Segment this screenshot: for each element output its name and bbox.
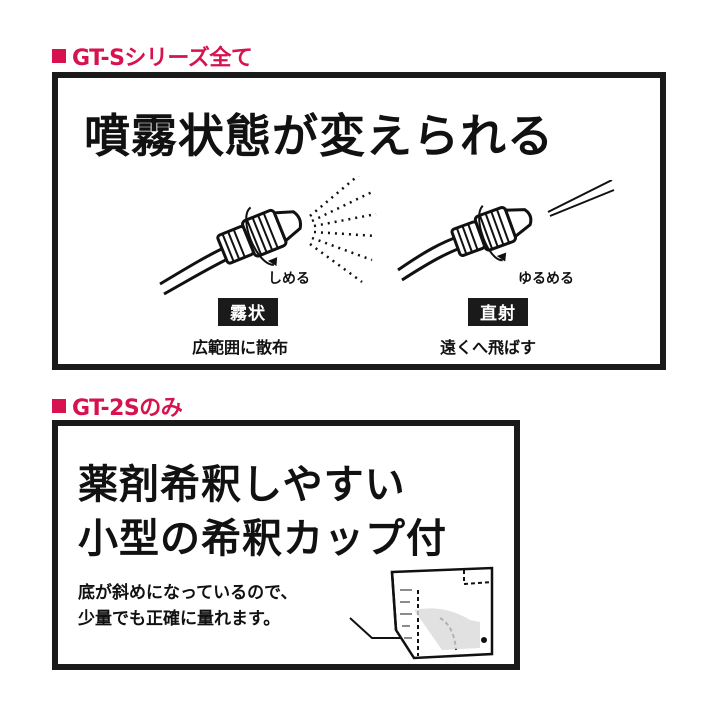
spray-mode-title: 噴霧状態が変えられる — [84, 109, 554, 163]
pointer-line — [349, 617, 408, 639]
section1-header-text: GT-Sシリーズ全て — [72, 46, 253, 71]
dilution-desc-line2: 少量でも正確に量れます。 — [78, 609, 281, 629]
jet-tag: 直射 — [468, 298, 528, 326]
dilution-desc-line1: 底が斜めになっているので、 — [78, 583, 298, 603]
section2-header: GT-2Sのみ — [52, 390, 183, 422]
mist-caption: 広範囲に散布 — [192, 338, 289, 357]
spray-mode-panel: 噴霧状態が変えられる — [52, 72, 666, 370]
dilution-title-line1: 薬剤希釈しやすい — [78, 462, 406, 508]
dilution-title-line2: 小型の希釈カップ付 — [78, 516, 447, 562]
section2-header-text: GT-2Sのみ — [72, 396, 183, 421]
section1-header: GT-Sシリーズ全て — [52, 40, 253, 72]
section2-bullet — [52, 399, 66, 413]
jet-caption: 遠くへ飛ばす — [440, 338, 537, 357]
section1-bullet — [52, 49, 66, 63]
mist-tag: 霧状 — [218, 298, 278, 326]
dilution-cup-panel: 薬剤希釈しやすい 小型の希釈カップ付 底が斜めになっているので、 少量でも正確に… — [52, 420, 520, 670]
tighten-label: しめる — [268, 271, 310, 287]
measuring-cup-icon — [390, 566, 494, 660]
nozzle-spray-icon — [159, 176, 377, 296]
nozzle-jet-icon — [397, 180, 615, 282]
loosen-label: ゆるめる — [518, 271, 574, 287]
